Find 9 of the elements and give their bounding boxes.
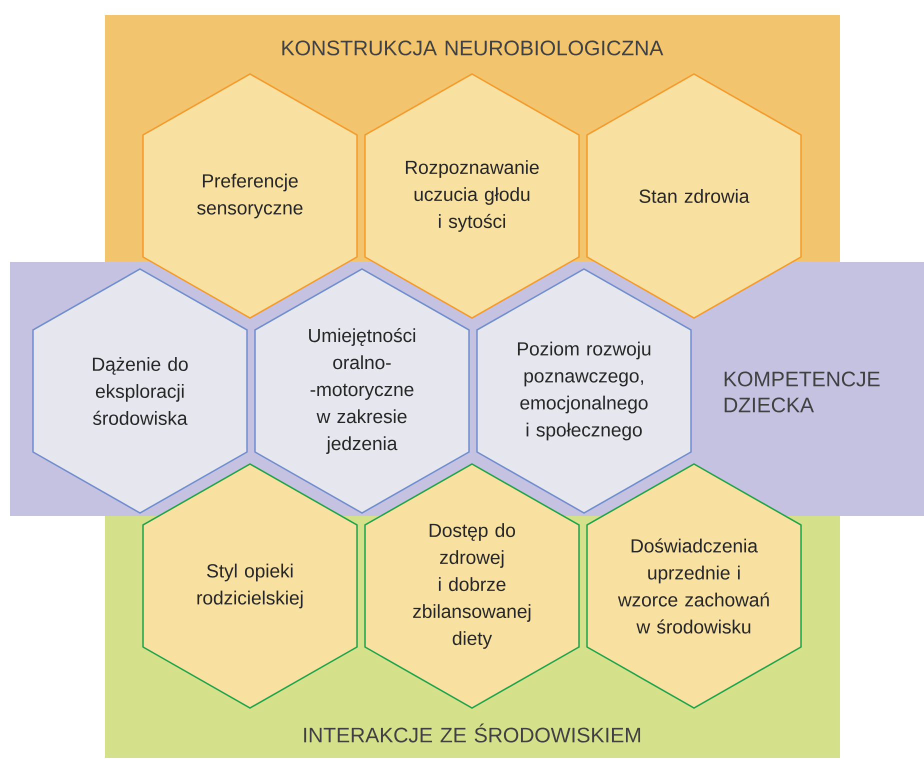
hexagon: Doświadczenia uprzednie i wzorce zachowań w środowisku <box>586 463 802 709</box>
hexagon: Stan zdrowia <box>586 73 802 319</box>
hexagon: Dostęp do zdrowej i dobrze zbilansowanej diety <box>364 463 580 709</box>
hexagon: Styl opieki rodzicielskiej <box>142 463 358 709</box>
hexagon: Rozpoznawanie uczucia głodu i sytości <box>364 73 580 319</box>
hexagon: Dążenie do eksploracji środowiska <box>32 268 248 514</box>
hexagon: Preferencje sensoryczne <box>142 73 358 319</box>
hexagon: Poziom rozwoju poznawczego, emocjonalnego i społecznego <box>476 268 692 514</box>
hexagon: Umiejętności oralno- -motoryczne w zakresie jedzenia <box>254 268 470 514</box>
